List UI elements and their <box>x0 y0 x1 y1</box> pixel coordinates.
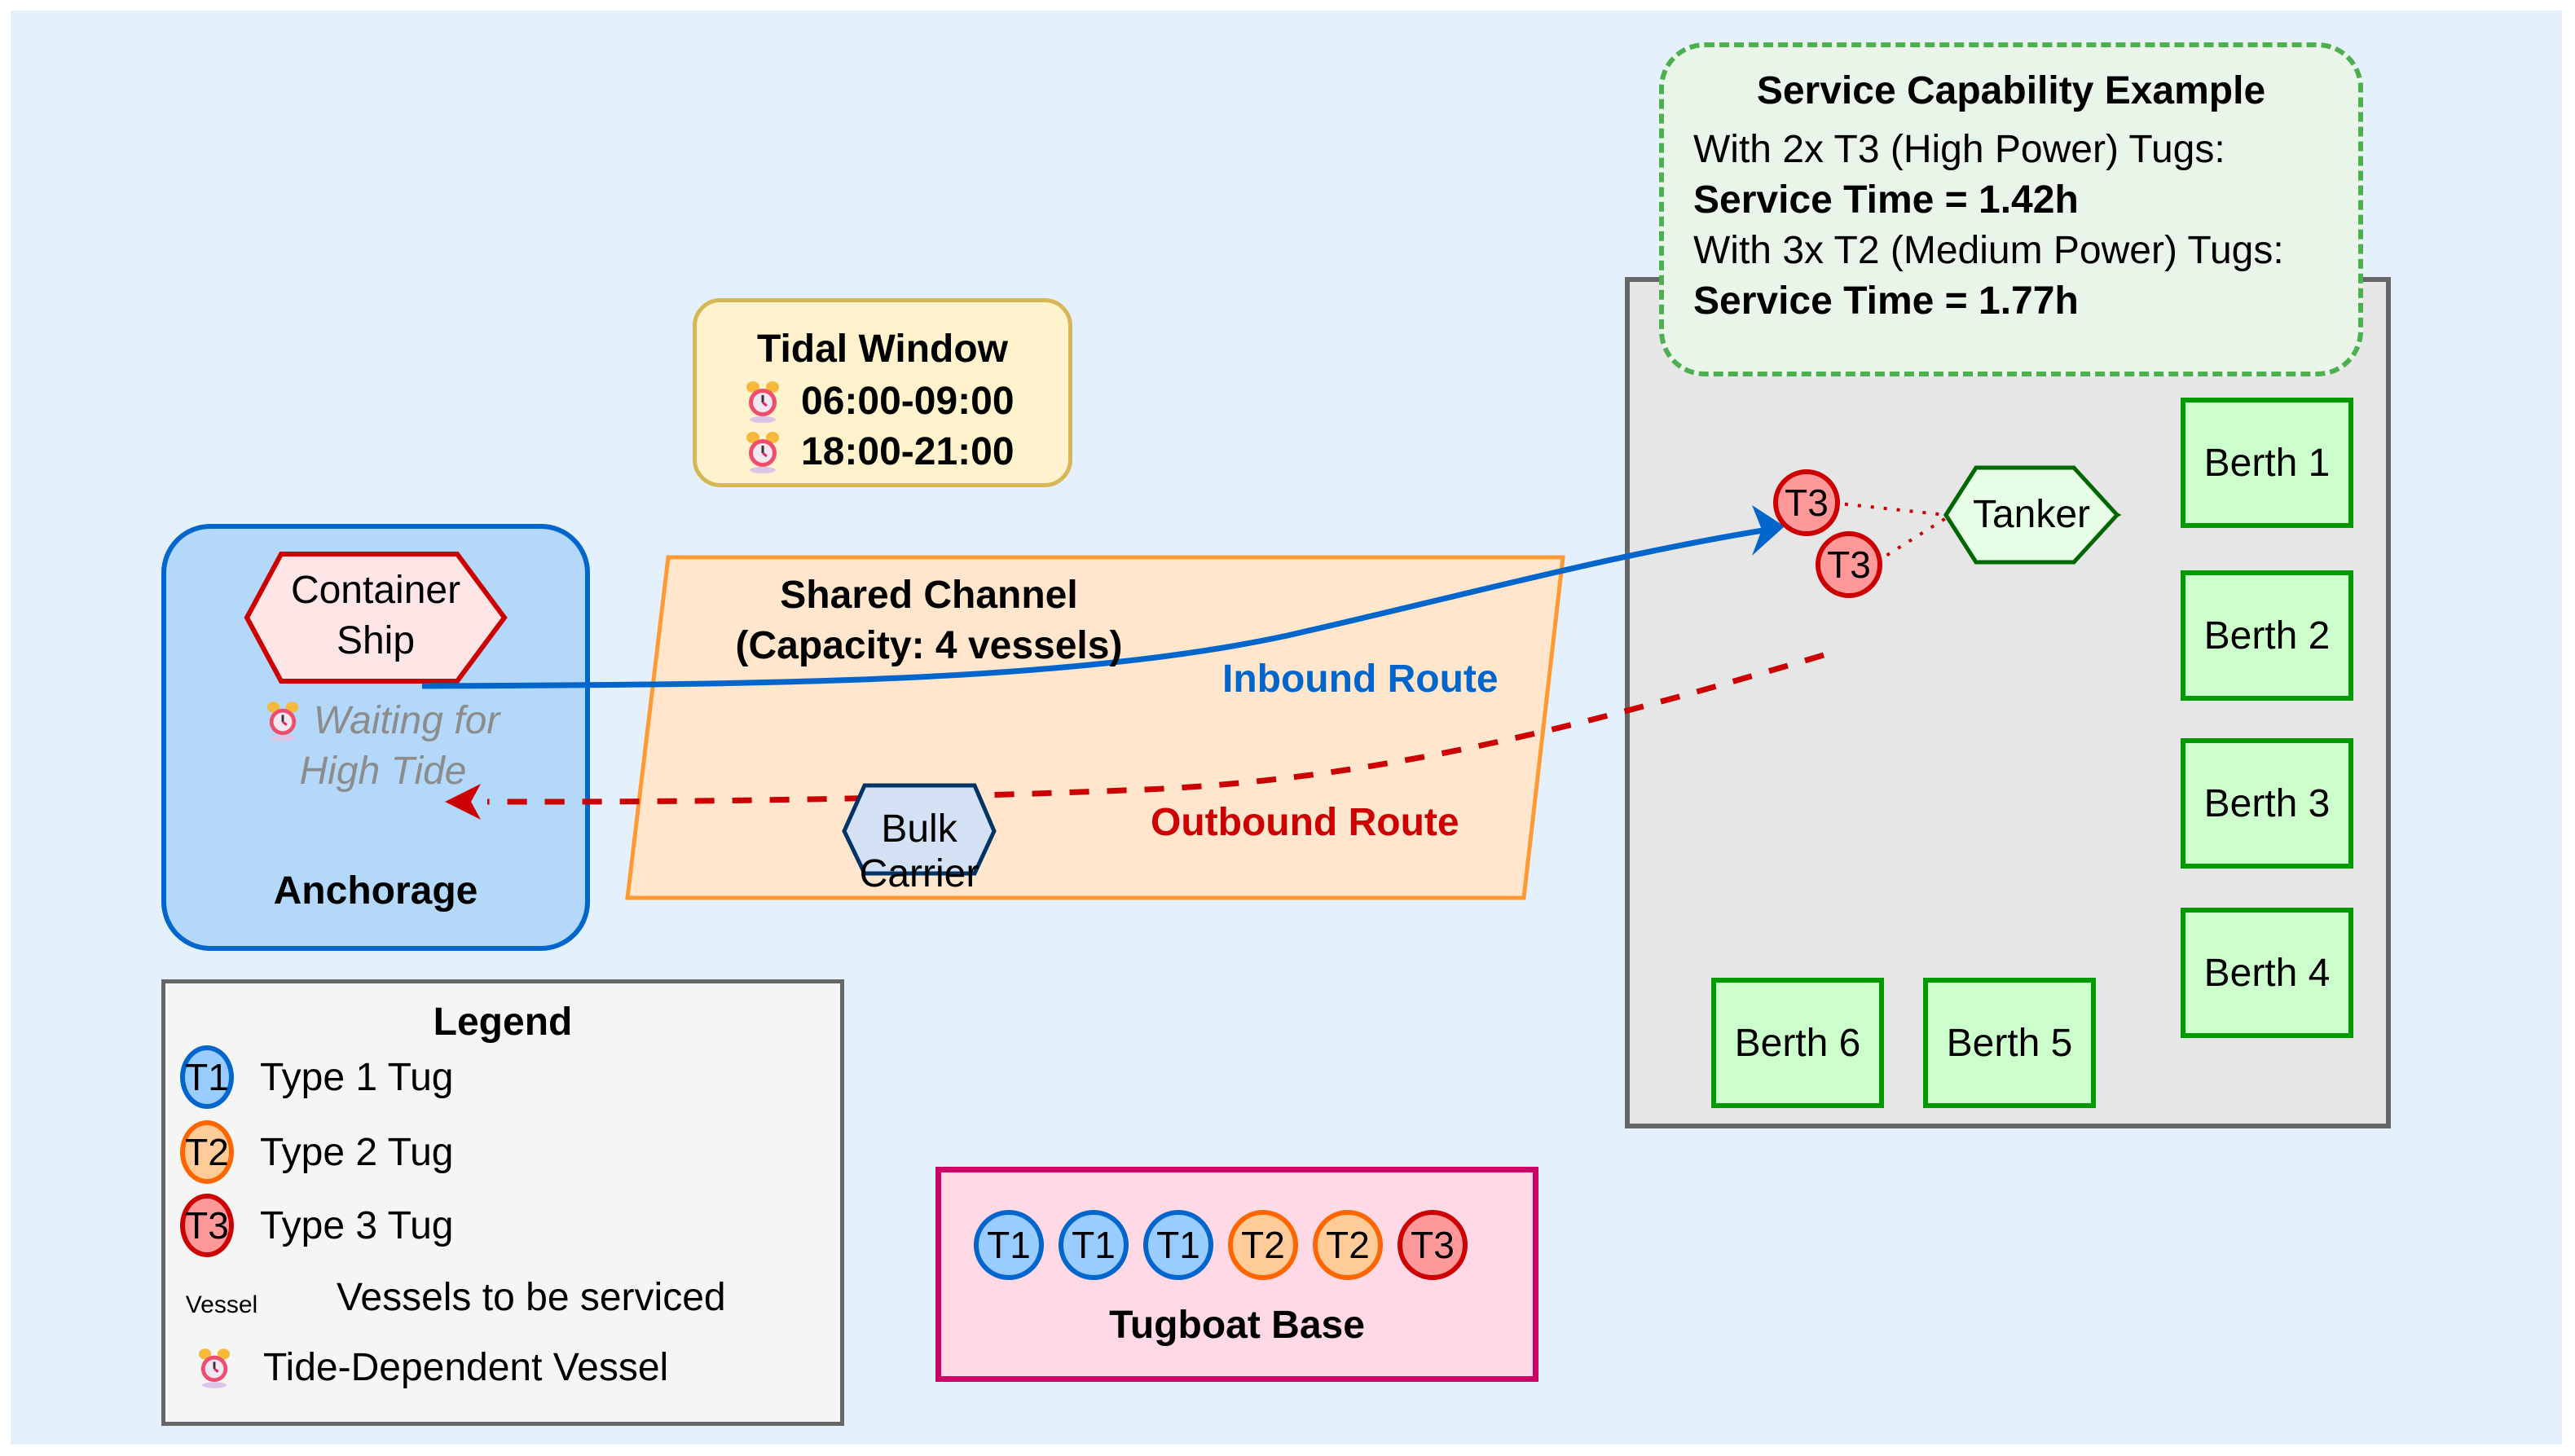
alarm-clock-icon <box>746 431 780 473</box>
shared-channel-title: Shared Channel (Capacity: 4 vessels) <box>668 570 1190 671</box>
berth-5[interactable]: Berth 5 <box>1923 978 2096 1108</box>
legend-item: Tide-Dependent Vessel <box>198 1345 668 1390</box>
legend-item-label: Type 2 Tug <box>260 1130 454 1174</box>
legend-item: Vessels to be serviced <box>337 1275 726 1320</box>
tugboat-base-label: Tugboat Base <box>1109 1304 1365 1347</box>
inbound-arrowhead <box>1752 505 1785 556</box>
tidal-window-title: Tidal Window <box>757 328 1008 371</box>
service-line: With 2x T3 (High Power) Tugs: <box>1693 128 2225 171</box>
alarm-clock-icon <box>266 701 299 741</box>
tug-assignment-line <box>1874 517 1948 564</box>
legend-item: T1 Type 1 Tug <box>180 1045 454 1109</box>
legend-item: T3 Type 3 Tug <box>180 1194 454 1257</box>
inbound-route-label: Inbound Route <box>1222 658 1499 701</box>
legend-item-label: Type 3 Tug <box>260 1203 454 1247</box>
tug-list: T1 T1 T1 T2 T2 T3 <box>974 1210 1468 1280</box>
tidal-window-box: Tidal Window 06:00-09:00 18:00-21:00 <box>693 298 1072 487</box>
base-tug-t1[interactable]: T1 <box>1143 1210 1213 1280</box>
container-ship-label: Container Ship <box>247 565 504 666</box>
service-time: Service Time = 1.42h <box>1693 178 2079 222</box>
tidal-window-time: 06:00-09:00 <box>801 380 1015 423</box>
outbound-route-label: Outbound Route <box>1151 801 1459 844</box>
assigned-tug-t3[interactable]: T3 <box>1773 469 1840 536</box>
legend-item: T2 Type 2 Tug <box>180 1120 454 1184</box>
base-tug-t1[interactable]: T1 <box>974 1210 1044 1280</box>
service-title: Service Capability Example <box>1756 69 2266 112</box>
base-tug-t3[interactable]: T3 <box>1398 1210 1468 1280</box>
berth-3[interactable]: Berth 3 <box>2181 738 2353 869</box>
base-tug-t2[interactable]: T2 <box>1313 1210 1383 1280</box>
container-ship-label-line: Container <box>290 569 461 612</box>
outbound-arrowhead <box>445 784 481 820</box>
base-tug-t1[interactable]: T1 <box>1059 1210 1129 1280</box>
service-capability-box: Service Capability Example With 2x T3 (H… <box>1659 42 2363 376</box>
tidal-window-row: 18:00-21:00 <box>746 429 1015 474</box>
tugboat-base: T1 T1 T1 T2 T2 T3 Tugboat Base <box>935 1167 1538 1382</box>
bulk-carrier-vessel[interactable] <box>842 783 997 876</box>
berth-4[interactable]: Berth 4 <box>2181 908 2353 1038</box>
shared-channel-capacity: (Capacity: 4 vessels) <box>735 624 1123 667</box>
tidal-window-time: 18:00-21:00 <box>801 430 1015 473</box>
alarm-clock-icon <box>198 1348 231 1388</box>
legend-item-label: Tide-Dependent Vessel <box>263 1346 669 1389</box>
berth-1[interactable]: Berth 1 <box>2181 398 2353 528</box>
tug-t3-icon: T3 <box>180 1194 234 1257</box>
base-tug-t2[interactable]: T2 <box>1228 1210 1298 1280</box>
legend-box: Legend T1 Type 1 Tug T2 Type 2 Tug T3 Ty… <box>161 979 844 1426</box>
assigned-tug-t3[interactable]: T3 <box>1816 531 1882 598</box>
container-ship-vessel[interactable] <box>244 552 508 684</box>
service-time: Service Time = 1.77h <box>1693 279 2079 323</box>
bulk-carrier-label: Bulk Carrier <box>859 807 979 895</box>
legend-item-label: Vessels to be serviced <box>337 1276 726 1319</box>
waiting-status-line: Waiting for <box>313 699 500 742</box>
anchorage-label: Anchorage <box>273 869 478 913</box>
tidal-window-row: 06:00-09:00 <box>746 379 1015 424</box>
alarm-clock-icon <box>746 380 780 423</box>
legend-title: Legend <box>433 1001 573 1044</box>
tug-assignment-line <box>1831 501 1947 517</box>
legend-item-label: Type 1 Tug <box>260 1055 454 1099</box>
port-area: Berth 1 Berth 2 Berth 3 Berth 4 Berth 5 … <box>1625 277 2391 1128</box>
berth-2[interactable]: Berth 2 <box>2181 570 2353 701</box>
waiting-status: Waiting for High Tide <box>244 696 522 797</box>
tug-t1-icon: T1 <box>180 1045 234 1109</box>
legend-vessel-symbol-label: Vessel <box>185 1291 258 1318</box>
tanker-label: Tanker <box>1972 493 2091 536</box>
inbound-route <box>421 525 1779 689</box>
waiting-status-line: High Tide <box>299 750 467 793</box>
shared-channel-title-line: Shared Channel <box>780 574 1078 617</box>
outbound-route <box>486 652 1825 805</box>
container-ship-label-line: Ship <box>336 619 416 662</box>
tug-t2-icon: T2 <box>180 1120 234 1184</box>
berth-6[interactable]: Berth 6 <box>1711 978 1884 1108</box>
service-line: With 3x T2 (Medium Power) Tugs: <box>1693 229 2284 272</box>
